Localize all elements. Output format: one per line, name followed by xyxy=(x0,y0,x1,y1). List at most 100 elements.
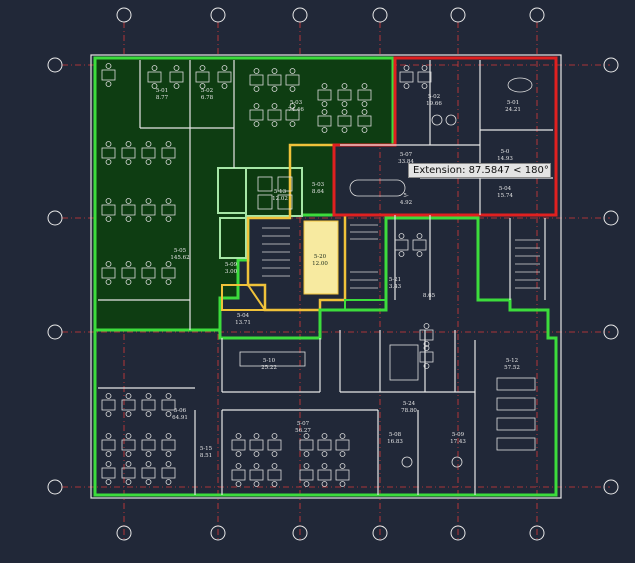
chair xyxy=(253,481,260,487)
desk xyxy=(169,71,184,83)
room-code-label: 5-07 xyxy=(400,152,413,158)
zone-core-green xyxy=(344,299,387,311)
chair xyxy=(165,198,172,204)
chair xyxy=(165,411,172,417)
desk xyxy=(317,89,332,101)
chair xyxy=(271,451,278,457)
chair xyxy=(421,65,428,71)
chair xyxy=(125,261,132,267)
chair xyxy=(145,451,152,457)
chair xyxy=(339,463,346,469)
chair xyxy=(321,101,328,107)
desk xyxy=(141,267,156,279)
chair xyxy=(105,461,112,467)
room-code-label: 5-10 xyxy=(263,358,276,364)
chair xyxy=(221,83,228,89)
chair xyxy=(145,479,152,485)
desk xyxy=(161,267,176,279)
chair xyxy=(125,216,132,222)
chair xyxy=(151,83,158,89)
chair xyxy=(303,481,310,487)
room-code-label: 5-03 xyxy=(290,100,303,106)
chair xyxy=(321,109,328,115)
desk xyxy=(161,439,176,451)
room-meeting-small[interactable] xyxy=(245,167,303,217)
chair xyxy=(145,198,152,204)
room-area-label: 33.84 xyxy=(398,159,414,165)
desk xyxy=(161,147,176,159)
chair xyxy=(105,159,112,165)
desk xyxy=(231,469,246,481)
chair xyxy=(165,279,172,285)
room-area-label: 17.43 xyxy=(450,439,466,445)
chair xyxy=(145,461,152,467)
chair xyxy=(221,65,228,71)
chair xyxy=(125,461,132,467)
room-phone-booth[interactable] xyxy=(217,167,247,214)
chair xyxy=(303,433,310,439)
chair xyxy=(339,451,346,457)
room-area-label: 12.02 xyxy=(272,196,288,202)
desk xyxy=(337,115,352,127)
chair xyxy=(145,159,152,165)
desk xyxy=(299,439,314,451)
room-area-label: 13.71 xyxy=(235,320,251,326)
chair xyxy=(253,121,260,127)
room-code-label: 5-20 xyxy=(314,254,327,260)
desk xyxy=(249,74,264,86)
room-code-label: 5-02 xyxy=(201,88,213,94)
desk xyxy=(394,239,409,251)
chair xyxy=(105,141,112,147)
chair xyxy=(173,65,180,71)
room-area-label: 74.46 xyxy=(288,107,304,113)
desk xyxy=(121,467,136,479)
room-area-label: 3.43 xyxy=(389,284,402,290)
room-code-label: 5- xyxy=(403,193,408,199)
desk xyxy=(121,399,136,411)
furniture xyxy=(101,63,434,487)
zone-stair-yellow xyxy=(221,284,267,311)
chair xyxy=(235,481,242,487)
chair xyxy=(303,451,310,457)
chair xyxy=(125,433,132,439)
room-code-label: 5-0 xyxy=(501,149,510,155)
room-code-label: 5-15 xyxy=(200,446,213,452)
zone-lower-floor[interactable] xyxy=(93,216,558,497)
desk xyxy=(412,239,427,251)
room-code-label: 5-04 xyxy=(237,313,250,319)
extension-tooltip: Extension: 87.5847 < 180° xyxy=(408,163,551,178)
chair xyxy=(105,63,112,69)
chair xyxy=(253,433,260,439)
chair xyxy=(125,279,132,285)
chair xyxy=(125,159,132,165)
chair xyxy=(403,83,410,89)
chair xyxy=(105,479,112,485)
chair xyxy=(253,86,260,92)
chair xyxy=(105,279,112,285)
chair xyxy=(321,127,328,133)
chair xyxy=(125,198,132,204)
room-area-label: 24.21 xyxy=(505,107,521,113)
chair xyxy=(289,121,296,127)
room-area-label: 3.00 xyxy=(225,269,238,275)
chair xyxy=(105,261,112,267)
chair xyxy=(145,433,152,439)
room-code-label: 5-02 xyxy=(428,94,440,100)
chair xyxy=(105,198,112,204)
chair xyxy=(165,451,172,457)
room-area-label: 8.51 xyxy=(200,453,212,459)
elevator-shaft-highlight[interactable] xyxy=(303,220,339,295)
room-office-left[interactable] xyxy=(219,217,247,259)
desk xyxy=(285,109,300,121)
chair xyxy=(165,141,172,147)
chair xyxy=(145,141,152,147)
room-code-label: 5-24 xyxy=(403,401,416,407)
room-area-label: 145.62 xyxy=(170,255,189,261)
chair xyxy=(253,451,260,457)
chair xyxy=(199,83,206,89)
chair xyxy=(271,86,278,92)
chair xyxy=(321,433,328,439)
room-area-label: 15.74 xyxy=(497,193,513,199)
